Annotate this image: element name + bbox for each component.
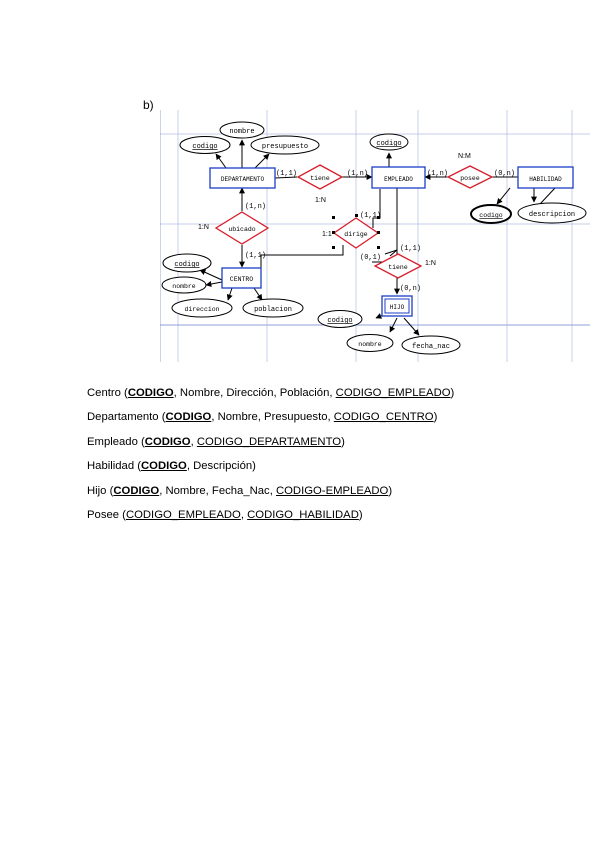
svg-text:(1,n): (1,n): [245, 203, 266, 211]
svg-text:(1,1): (1,1): [400, 245, 421, 253]
svg-text:ubicado: ubicado: [228, 226, 255, 233]
connectors: [199, 139, 556, 336]
svg-text:direccion: direccion: [184, 306, 219, 313]
attribute-hijo-codigo: codigo: [317, 310, 363, 328]
svg-text:CENTRO: CENTRO: [230, 276, 254, 283]
attribute-centro-poblacion: poblacion: [242, 298, 304, 318]
relation-habilidad: Habilidad (CODIGO, Descripción): [87, 460, 256, 473]
attribute-centro-direccion: direccion: [171, 298, 233, 318]
attribute-dept-presupuesto: presupuesto: [250, 135, 320, 155]
svg-text:poblacion: poblacion: [254, 306, 292, 314]
svg-text:nombre: nombre: [172, 283, 196, 290]
svg-text:codigo: codigo: [327, 317, 352, 325]
attribute-dept-nombre: nombre: [219, 121, 265, 139]
svg-text:posee: posee: [460, 175, 480, 182]
grid-major: [160, 110, 590, 362]
cardinality-labels: (1,1) (1,n) 1:N (1,n) (0,n) N:M (1,n) (1…: [198, 153, 515, 293]
svg-text:(0,n): (0,n): [494, 170, 515, 178]
svg-text:codigo: codigo: [479, 212, 503, 219]
section-label: b): [143, 98, 154, 112]
svg-text:codigo: codigo: [174, 261, 199, 269]
relationship-tiene-dept: tiene: [296, 164, 344, 190]
attribute-hijo-nombre: nombre: [346, 334, 394, 352]
svg-text:1:1: 1:1: [322, 231, 332, 238]
svg-text:(1,1): (1,1): [276, 170, 297, 178]
relationship-ubicado: ubicado: [214, 211, 270, 245]
svg-text:(1,1): (1,1): [360, 212, 381, 220]
svg-text:1:N: 1:N: [425, 260, 436, 267]
svg-text:nombre: nombre: [358, 341, 382, 348]
svg-text:HIJO: HIJO: [390, 304, 405, 311]
attribute-emp-codigo: codigo: [369, 133, 409, 151]
svg-text:presupuesto: presupuesto: [262, 143, 308, 151]
attribute-centro-nombre: nombre: [161, 276, 207, 294]
svg-text:(0,n): (0,n): [400, 285, 421, 293]
svg-text:(1,n): (1,n): [347, 170, 368, 178]
er-diagram: codigo nombre presupuesto codigo codigo …: [160, 110, 590, 362]
relation-centro: Centro (CODIGO, Nombre, Dirección, Pobla…: [87, 387, 455, 399]
svg-text:fecha_nac: fecha_nac: [412, 343, 450, 351]
svg-text:codigo: codigo: [376, 140, 401, 148]
svg-text:tiene: tiene: [388, 264, 408, 271]
attribute-centro-codigo: codigo: [162, 253, 212, 273]
svg-text:HABILIDAD: HABILIDAD: [529, 176, 562, 183]
svg-text:(1,1): (1,1): [245, 252, 266, 260]
svg-text:nombre: nombre: [229, 128, 254, 136]
svg-text:descripcion: descripcion: [529, 211, 575, 219]
attribute-hab-codigo: codigo: [470, 204, 512, 224]
svg-text:(0,1): (0,1): [360, 254, 381, 262]
relationship-posee: posee: [446, 165, 494, 189]
svg-text:N:M: N:M: [458, 153, 471, 160]
attribute-hab-descripcion: descripcion: [517, 202, 587, 224]
svg-text:1:N: 1:N: [198, 224, 209, 231]
svg-text:tiene: tiene: [310, 175, 330, 182]
relationship-dirige: dirige: [332, 214, 380, 249]
relationship-tiene-hijo: tiene: [373, 253, 423, 279]
relation-hijo: Hijo (CODIGO, Nombre, Fecha_Nac, CODIGO-…: [87, 484, 393, 497]
svg-text:(1,n): (1,n): [427, 170, 448, 178]
relation-departamento: Departamento (CODIGO, Nombre, Presupuest…: [87, 411, 438, 424]
relation-empleado: Empleado (CODIGO, CODIGO_DEPARTAMENTO): [87, 435, 345, 448]
entity-departamento: DEPARTAMENTO: [209, 167, 276, 189]
entity-habilidad: HABILIDAD: [517, 166, 574, 189]
svg-text:codigo: codigo: [192, 143, 217, 151]
svg-text:EMPLEADO: EMPLEADO: [384, 176, 413, 183]
svg-text:dirige: dirige: [344, 231, 368, 238]
selection-handles: [332, 214, 380, 249]
entity-empleado: EMPLEADO: [371, 166, 426, 189]
attribute-dept-codigo: codigo: [179, 136, 231, 154]
relation-posee: Posee (CODIGO_EMPLEADO, CODIGO_HABILIDAD…: [87, 508, 363, 521]
svg-text:DEPARTAMENTO: DEPARTAMENTO: [221, 176, 265, 183]
svg-text:1:N: 1:N: [315, 197, 326, 204]
attribute-hijo-fecha-nac: fecha_nac: [401, 335, 461, 355]
entity-centro: CENTRO: [221, 267, 262, 289]
relational-schema: Centro (CODIGO, Nombre, Dirección, Pobla…: [87, 387, 455, 534]
entity-hijo: HIJO: [381, 295, 413, 317]
